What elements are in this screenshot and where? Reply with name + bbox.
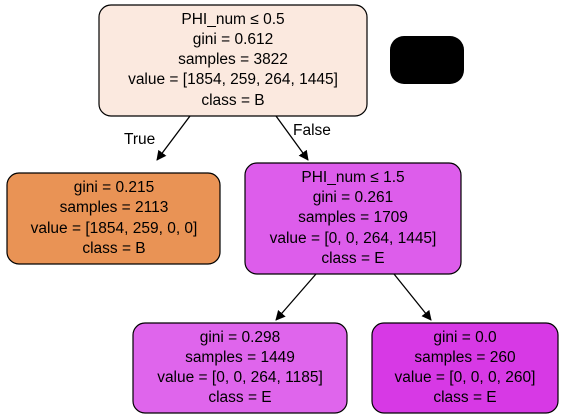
node-right-right-gini: gini = 0.0	[433, 329, 497, 346]
node-right-gini: gini = 0.261	[313, 189, 394, 206]
node-right-split: PHI_num ≤ 1.5	[301, 169, 404, 186]
node-left-samples: samples = 2113	[60, 199, 169, 216]
node-right: PHI_num ≤ 1.5 gini = 0.261 samples = 170…	[244, 162, 462, 275]
node-right-left-samples: samples = 1449	[185, 349, 295, 366]
node-root: PHI_num ≤ 0.5 gini = 0.612 samples = 382…	[98, 4, 368, 117]
node-right-box	[244, 162, 462, 275]
node-left-gini: gini = 0.215	[74, 179, 155, 196]
node-right-right-samples: samples = 260	[414, 349, 516, 366]
node-right-class: class = E	[321, 250, 384, 267]
node-left-value: value = [1854, 259, 0, 0]	[31, 220, 198, 237]
node-right-left-gini: gini = 0.298	[200, 329, 281, 346]
node-root-gini: gini = 0.612	[193, 31, 274, 48]
node-right-right-value: value = [0, 0, 0, 260]	[395, 369, 536, 386]
node-right-right-box	[371, 322, 559, 414]
node-right-right: gini = 0.0 samples = 260 value = [0, 0, …	[371, 322, 559, 414]
node-left-box	[6, 172, 221, 265]
edges: True False	[124, 115, 432, 321]
node-left: gini = 0.215 samples = 2113 value = [185…	[6, 172, 221, 265]
edge-right-to-right-right	[393, 273, 432, 321]
node-right-right-class: class = E	[433, 389, 496, 406]
edge-label-true: True	[124, 131, 155, 148]
node-right-left-class: class = E	[208, 389, 271, 406]
node-root-split: PHI_num ≤ 0.5	[181, 11, 284, 28]
edge-right-to-right-left	[275, 273, 317, 321]
node-root-class: class = B	[201, 92, 264, 109]
node-root-box	[98, 4, 368, 117]
node-root-value: value = [1854, 259, 264, 1445]	[128, 71, 338, 88]
edge-label-false: False	[293, 122, 331, 139]
edge-root-to-left	[156, 115, 191, 161]
node-left-class: class = B	[82, 240, 145, 257]
node-right-left: gini = 0.298 samples = 1449 value = [0, …	[132, 322, 348, 414]
edge-root-to-right	[275, 115, 309, 161]
node-root-samples: samples = 3822	[178, 51, 288, 68]
node-right-samples: samples = 1709	[298, 209, 408, 226]
node-right-value: value = [0, 0, 264, 1445]	[270, 230, 437, 247]
redaction-box	[390, 36, 464, 84]
node-right-left-value: value = [0, 0, 264, 1185]	[157, 369, 323, 386]
node-right-left-box	[132, 322, 348, 414]
